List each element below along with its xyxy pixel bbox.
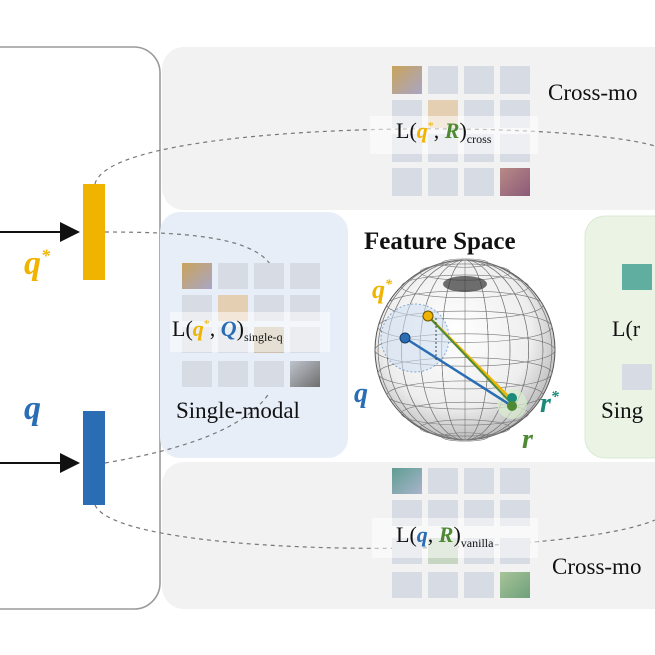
sphere-parallel [377,357,553,390]
loss-vanilla-subscript: vanilla [460,536,494,550]
q-star-label: q* [24,245,50,283]
sphere-parallel [419,419,511,437]
cross-modal-bottom-title: Cross-mo [552,554,642,579]
r-star-point [507,393,517,403]
loss-single-L: L( [172,316,193,341]
sphere-r-label: r [522,424,533,455]
q-label: q [24,390,41,427]
q-star-mark: * [41,245,50,266]
sphere-q-star-letter: q [372,275,385,304]
loss-vanilla-q: q [416,522,428,547]
dashed-connector-single-q [104,391,271,464]
sphere-q-star-label: q* [372,275,392,305]
cross-modal-top-title: Cross-mo [548,80,638,105]
q-to-r-line [404,336,513,408]
loss-cross-L: L( [396,118,417,143]
sphere-parallel [441,432,489,442]
loss-single-subscript: single-q [243,330,283,344]
loss-single-Q: Q [220,316,237,341]
loss-single-close: ) [236,316,244,341]
q-star-to-r-line [427,315,515,407]
loss-vanilla-close: ) [453,522,461,547]
single-modal-r-title: Sing [601,398,644,423]
loss-single-q-star-mark: * [203,316,210,331]
sphere-meridian [377,259,553,441]
sphere-parallel [401,274,529,299]
feature-space-title: Feature Space [364,228,516,255]
sphere-q-star-mark: * [385,277,392,293]
loss-single-comma: , [209,316,221,341]
sphere-r-star-letter: r [540,388,551,419]
q-point [399,332,411,344]
encoder-container [0,46,161,610]
loss-cross-comma: , [433,118,445,143]
loss-cross-q-star: q [416,118,428,143]
sphere-parallel [401,401,529,426]
loss-cross-R: R [444,118,460,143]
q-neighborhood [380,303,450,373]
sphere-parallel [374,333,556,367]
sphere-r-star-label: r* [540,388,559,420]
loss-cross-subscript: cross [466,132,492,146]
loss-vanilla-L: L( [396,522,417,547]
sphere-q-label: q [354,378,368,409]
sphere-parallel [386,380,544,410]
loss-single-q-star: q [192,316,204,341]
sphere-parallel [441,258,489,268]
cross-top-similarity-grid [370,66,538,196]
loss-vanilla-R: R [438,522,454,547]
dashed-connector-cross-top [94,128,655,185]
single-r-similarity-grid [622,264,652,390]
q-star-point [422,310,434,322]
loss-single: L(q*, Q)single-q [172,316,283,345]
r-point [507,401,517,411]
q-star-embedding-bar [83,184,105,280]
dashed-connector-single [104,231,271,265]
vanilla-similarity-grid [372,468,538,598]
q-star-letter: q [24,245,41,282]
single-modal-title: Single-modal [176,398,300,423]
q-embedding-bar [83,411,105,505]
loss-cross-q-star-mark: * [427,118,434,133]
right-loss-partial: L(r [612,316,641,341]
sphere-parallel [377,310,553,343]
loss-cross: L(q*, R)cross [396,118,491,147]
sphere-r-star-mark: * [550,388,559,406]
loss-vanilla-comma: , [427,522,439,547]
loss-cross-close: ) [459,118,467,143]
single-similarity-grid [170,263,330,387]
loss-vanilla: L(q, R)vanilla [396,522,493,551]
